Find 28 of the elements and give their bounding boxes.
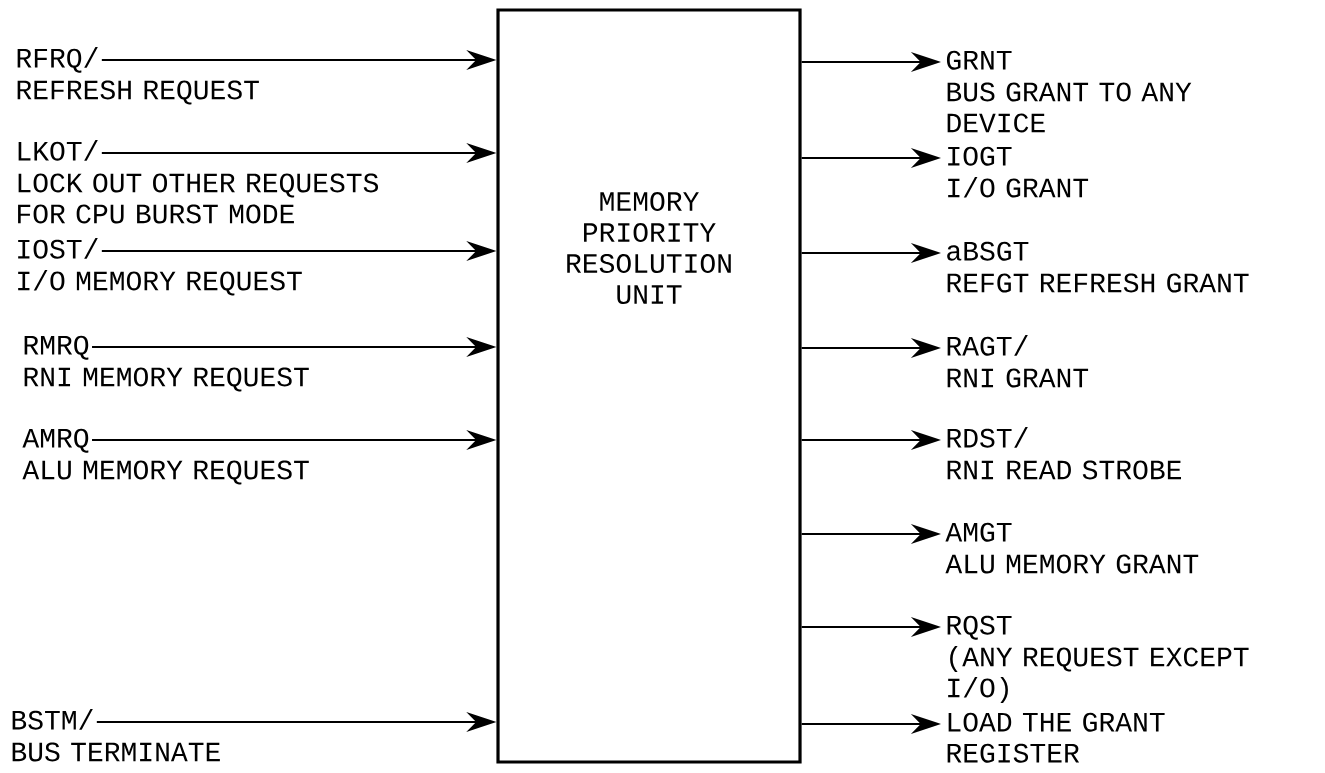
- signal-label: RMRQ: [24, 335, 89, 360]
- signal-description: BUS GRANT TO ANY DEVICE: [947, 82, 1192, 133]
- signal-label: RDST/: [947, 427, 1028, 448]
- signal-description: ALU MEMORY GRANT: [945, 554, 1199, 574]
- signal-description: REFGT REFRESH GRANT: [947, 273, 1249, 293]
- signal-label: RAGT/: [947, 335, 1028, 356]
- signal-description: LOCK OUT OTHER REQUESTS FOR CPU BURST MODE: [18, 173, 378, 224]
- signal-description: RNI GRANT: [947, 368, 1089, 388]
- signal-description: RNI READ STROBE: [947, 460, 1181, 480]
- signal-description: (ANY REQUEST EXCEPT I/O): [948, 645, 1249, 703]
- signal-label: IOST/: [18, 238, 98, 259]
- signal-description: REFRESH REQUEST: [17, 80, 259, 105]
- signal-label: aBSGT: [947, 241, 1029, 261]
- signal-description: I/O GRANT: [948, 176, 1089, 198]
- signal-description: BUS TERMINATE: [12, 742, 220, 762]
- unit-box: MEMORY PRIORITY RESOLUTION UNIT: [496, 8, 802, 764]
- signal-description: RNI MEMORY REQUEST: [24, 367, 309, 392]
- signal-label: RFRQ/: [17, 47, 98, 73]
- signal-description: I/O MEMORY REQUEST: [18, 269, 302, 296]
- signal-description: ALU MEMORY REQUEST: [22, 460, 309, 485]
- signal-label: RQST: [947, 615, 1012, 640]
- signal-label: AMGT: [945, 522, 1012, 542]
- signal-label: BSTM/: [12, 709, 93, 730]
- signal-label: GRNT: [946, 50, 1012, 70]
- signal-label: AMRQ: [22, 428, 89, 453]
- signal-label: LOAD THE GRANT REGISTER: [947, 712, 1165, 763]
- signal-label: IOGT: [948, 146, 1012, 166]
- signal-label: LKOT/: [18, 140, 98, 161]
